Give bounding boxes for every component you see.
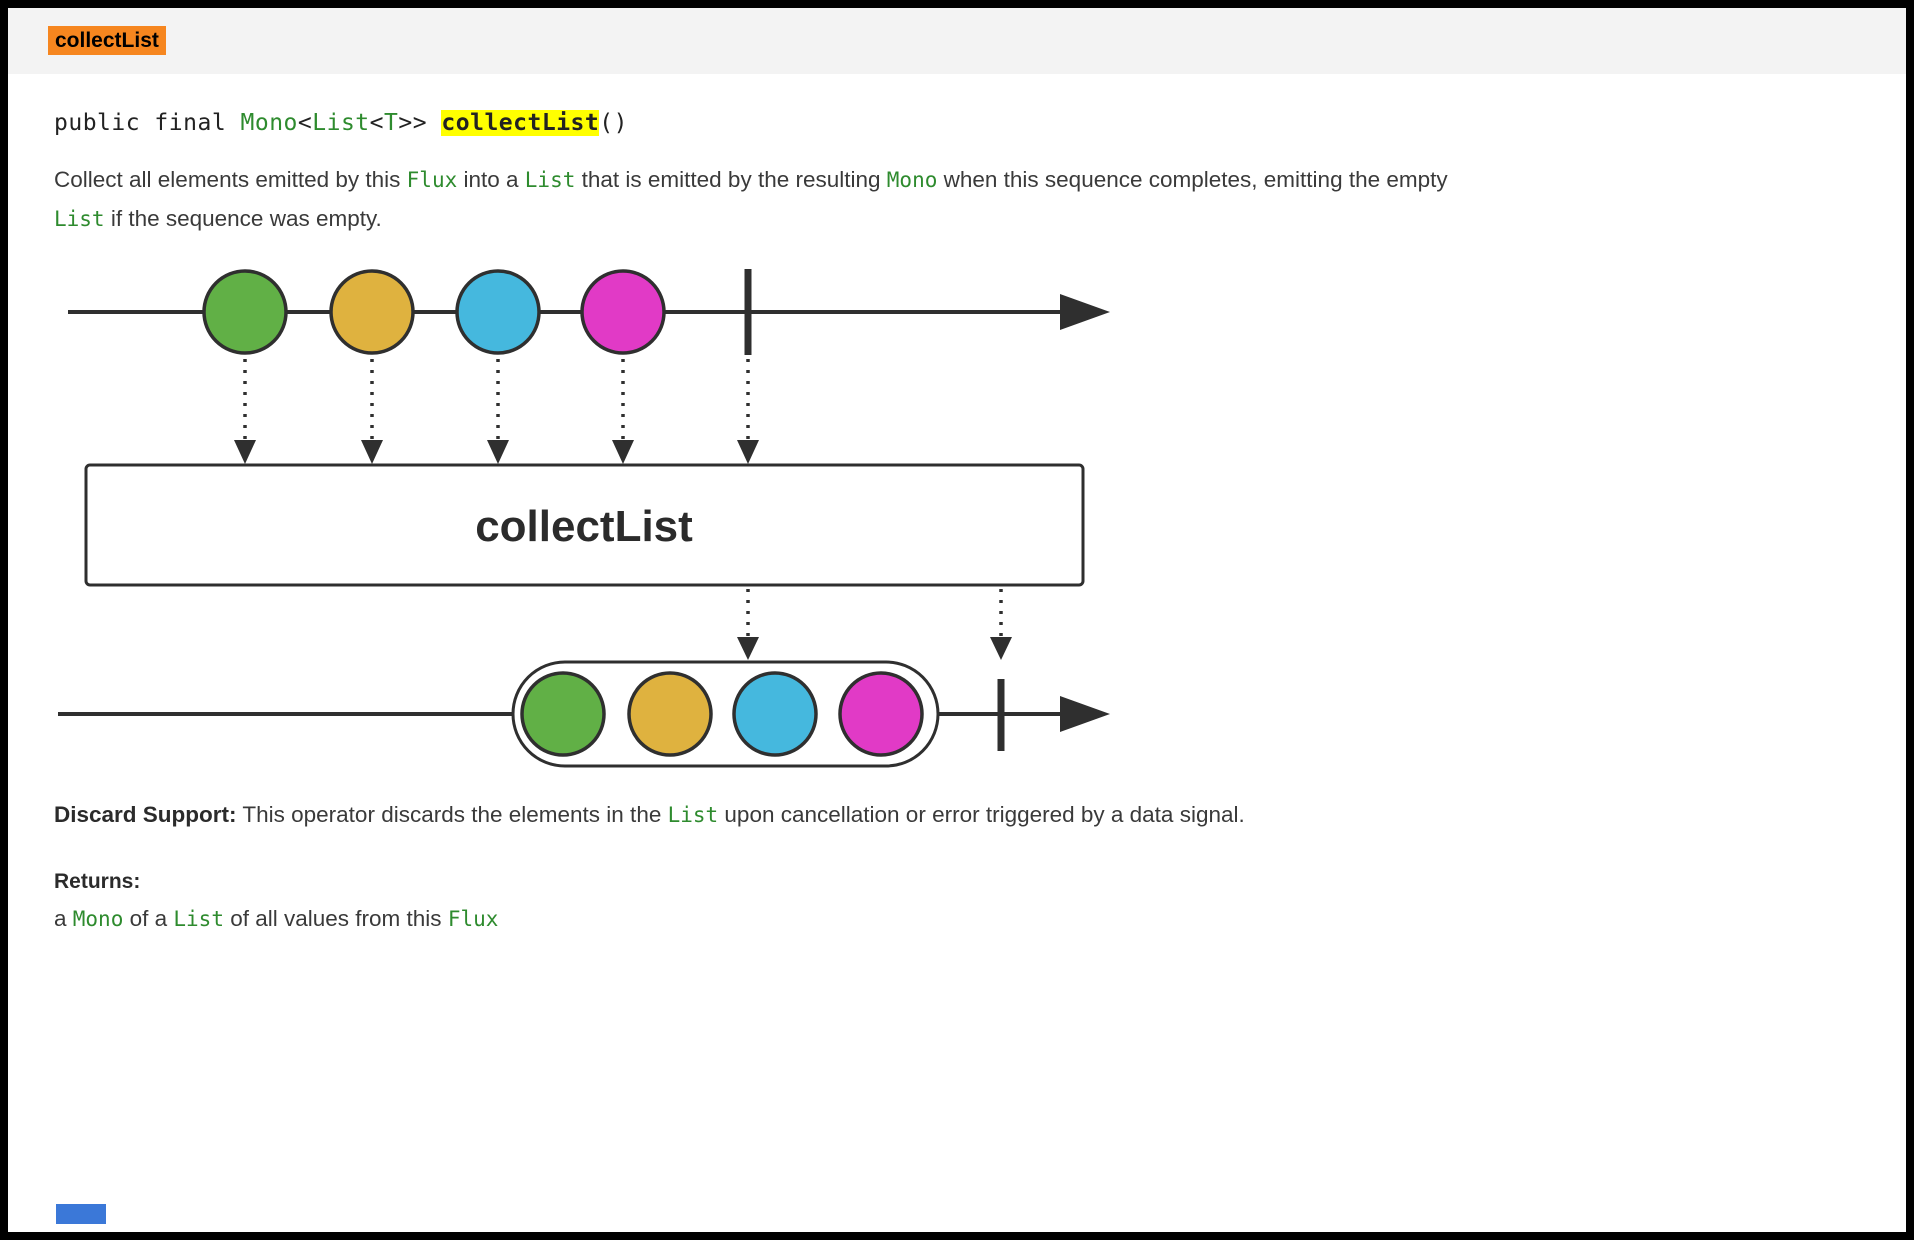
returns-text: a: [54, 905, 73, 931]
code-ref-list[interactable]: List: [54, 207, 105, 232]
code-ref-list[interactable]: List: [667, 802, 719, 827]
list-marble-green: [520, 671, 606, 757]
source-marble-gold: [329, 269, 415, 355]
doc-page: collectList public final Mono<List<T>> c…: [8, 8, 1906, 1232]
source-timeline-arrowhead: [1060, 293, 1110, 330]
source-marble-green: [202, 269, 288, 355]
source-marble-magenta: [580, 269, 666, 355]
marble-diagram: collectList: [48, 259, 1860, 784]
signature-bracket: <: [369, 110, 385, 136]
marble-diagram-svg: collectList: [58, 268, 1110, 768]
dotted-arrowhead: [487, 439, 509, 464]
discard-text: This operator discards the elements in t…: [236, 801, 668, 827]
discard-support-label: Discard Support:: [54, 801, 237, 827]
method-description: Collect all elements emitted by this Flu…: [54, 160, 1474, 239]
dotted-arrowhead: [990, 636, 1012, 660]
signature-parens: (): [599, 110, 628, 136]
list-capsule: [511, 660, 940, 768]
returns-description: a Mono of a List of all values from this…: [54, 906, 1860, 932]
signature-keywords: public final: [54, 110, 241, 136]
code-ref-flux[interactable]: Flux: [406, 168, 458, 192]
signature-bracket: >>: [398, 110, 442, 136]
dotted-arrowhead: [234, 439, 256, 464]
description-text: if the sequence was empty.: [104, 206, 382, 232]
description-text: into a: [457, 167, 525, 192]
signature-bracket: <: [297, 110, 313, 136]
type-ref-list[interactable]: List: [312, 110, 370, 136]
returns-label: Returns:: [54, 869, 141, 893]
code-ref-list[interactable]: List: [524, 168, 576, 192]
method-name-highlighted: collectList: [441, 110, 600, 136]
discard-text: upon cancellation or error triggered by …: [718, 801, 1245, 827]
main-content: public final Mono<List<T>> collectList()…: [8, 110, 1906, 1224]
dotted-arrowhead: [737, 636, 759, 660]
description-text: Collect all elements emitted by this: [54, 167, 407, 192]
dotted-arrowhead: [361, 439, 383, 464]
returns-text: of all values from this: [223, 905, 448, 931]
description-text: that is emitted by the resulting: [575, 167, 887, 192]
code-ref-flux[interactable]: Flux: [447, 906, 499, 931]
method-signature: public final Mono<List<T>> collectList(): [54, 110, 1860, 136]
dotted-arrowhead: [737, 439, 759, 464]
description-text: when this sequence completes, emitting t…: [937, 167, 1448, 192]
list-marble-blue: [732, 671, 818, 757]
operator-box: [84, 463, 1085, 587]
operator-label: collectList: [475, 502, 693, 551]
type-ref-mono[interactable]: Mono: [240, 110, 298, 136]
dotted-arrowhead: [612, 439, 634, 464]
header-bar: collectList: [8, 8, 1906, 74]
page-title: collectList: [48, 26, 166, 55]
type-param-t: T: [384, 110, 399, 136]
returns-text: of a: [123, 905, 174, 931]
source-marble-blue: [455, 269, 541, 355]
code-ref-mono[interactable]: Mono: [886, 168, 938, 192]
discard-support: Discard Support: This operator discards …: [54, 802, 1860, 828]
code-ref-mono[interactable]: Mono: [72, 906, 124, 931]
list-marble-magenta: [838, 671, 924, 757]
list-marble-gold: [627, 671, 713, 757]
partial-scrolled-element: [56, 1204, 106, 1224]
output-timeline-arrowhead: [1060, 695, 1110, 732]
code-ref-list[interactable]: List: [173, 906, 224, 931]
